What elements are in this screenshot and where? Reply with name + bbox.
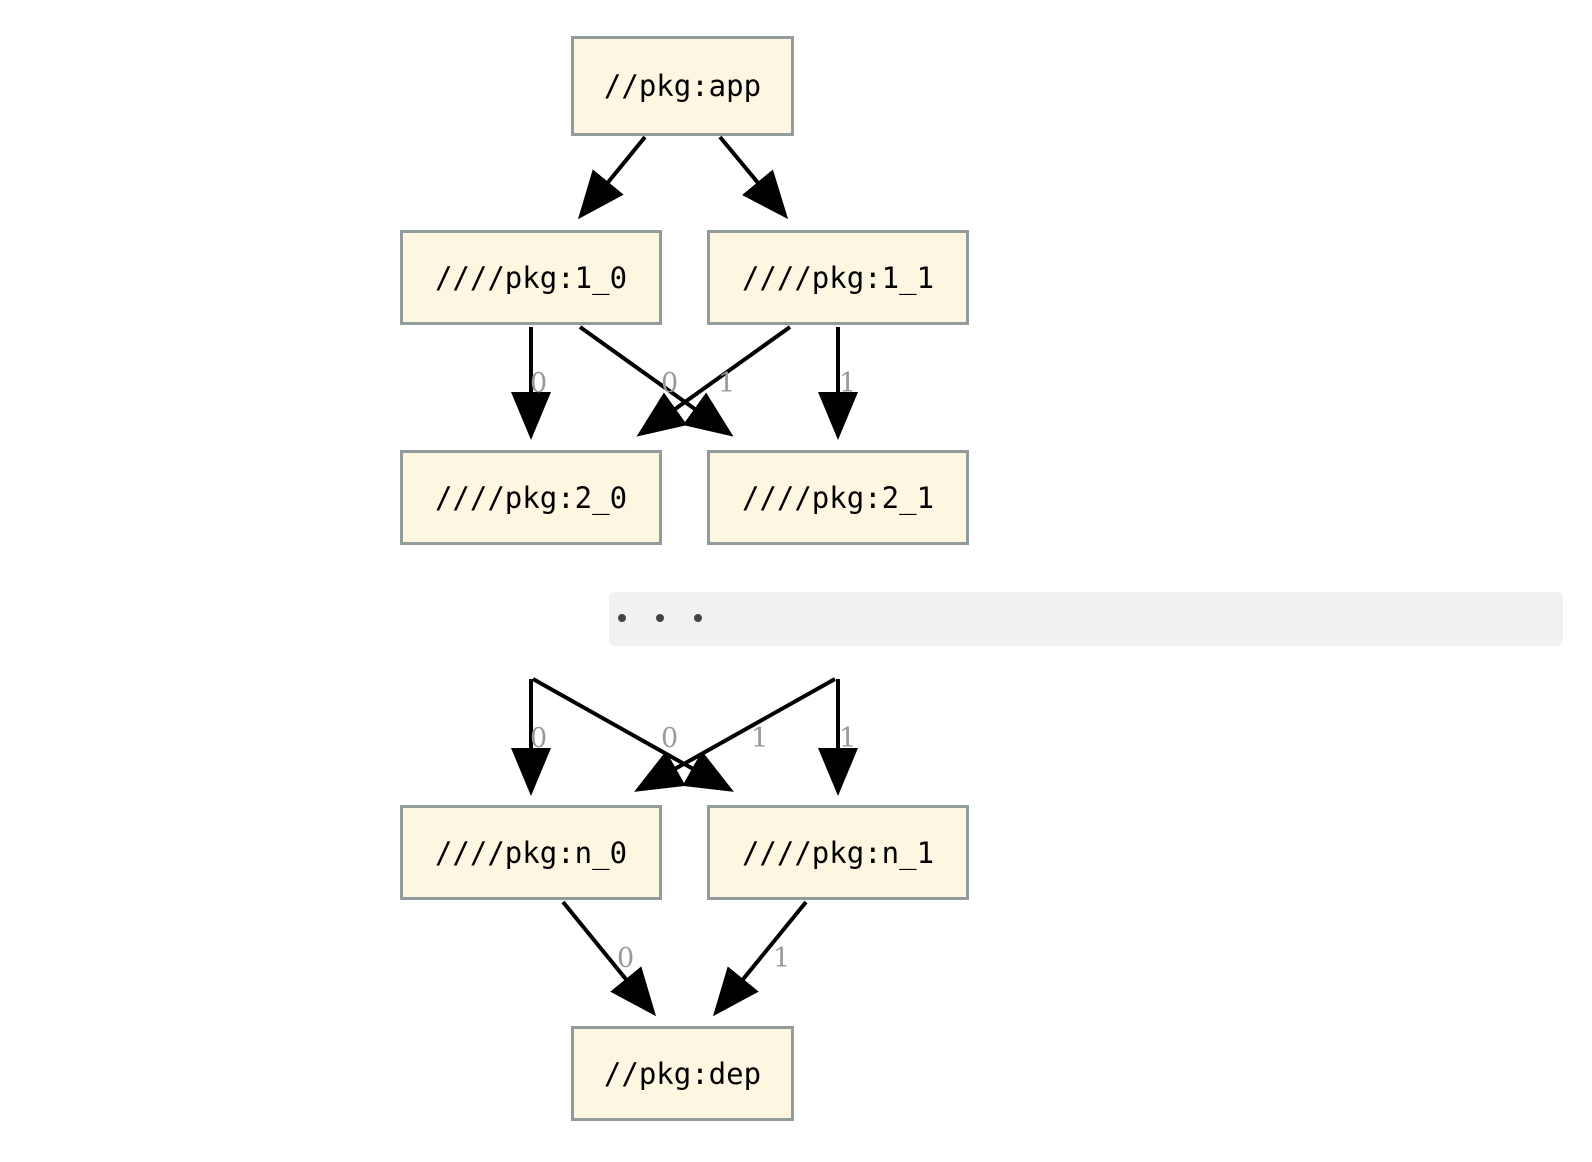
edge-label-1-a: 1	[718, 368, 736, 399]
ellipsis-dot-3	[694, 614, 702, 622]
edge-label-0-b: 0	[661, 368, 679, 399]
graph-node-2_0[interactable]: ////pkg:2_0	[400, 450, 662, 545]
ellipsis-dot-1	[618, 614, 626, 622]
node-label: ////pkg:2_1	[741, 480, 935, 515]
node-label: ////pkg:n_0	[434, 835, 628, 870]
edge-n_1-to-dep	[712, 900, 808, 1017]
node-label: ////pkg:2_0	[434, 480, 628, 515]
edge-label-0-a: 0	[530, 368, 548, 399]
node-label: ////pkg:1_0	[434, 260, 628, 295]
node-label: ////pkg:1_1	[741, 260, 935, 295]
edge-n_0-to-dep	[561, 900, 657, 1017]
graph-node-dep[interactable]: //pkg:dep	[571, 1026, 794, 1121]
edge-label-1-d: 1	[839, 723, 857, 754]
graph-node-n_1[interactable]: ////pkg:n_1	[707, 805, 969, 900]
edge-label-0-e: 0	[617, 943, 635, 974]
node-label: ////pkg:n_1	[741, 835, 935, 870]
graph-node-1_0[interactable]: ////pkg:1_0	[400, 230, 662, 325]
node-label: //pkg:app	[603, 69, 762, 103]
node-label: //pkg:dep	[603, 1056, 762, 1091]
edge-label-1-c: 1	[751, 723, 769, 754]
edge-app-to-1_0	[577, 135, 647, 220]
edge-label-1-e: 1	[773, 943, 791, 974]
edge-elided-to-n_1-cross	[532, 677, 734, 792]
edge-label-0-c: 0	[530, 723, 548, 754]
ellipsis-dot-2	[656, 614, 664, 622]
graph-node-n_0[interactable]: ////pkg:n_0	[400, 805, 662, 900]
ellipsis-icon	[618, 614, 702, 622]
truncation-band	[609, 592, 1563, 646]
edge-label-0-d: 0	[661, 723, 679, 754]
graph-node-1_1[interactable]: ////pkg:1_1	[707, 230, 969, 325]
graph-node-2_1[interactable]: ////pkg:2_1	[707, 450, 969, 545]
edge-app-to-1_1	[718, 135, 789, 220]
edge-1_0-to-2_1	[578, 325, 734, 437]
graph-node-app[interactable]: //pkg:app	[571, 36, 794, 136]
edge-label-1-b: 1	[839, 368, 857, 399]
